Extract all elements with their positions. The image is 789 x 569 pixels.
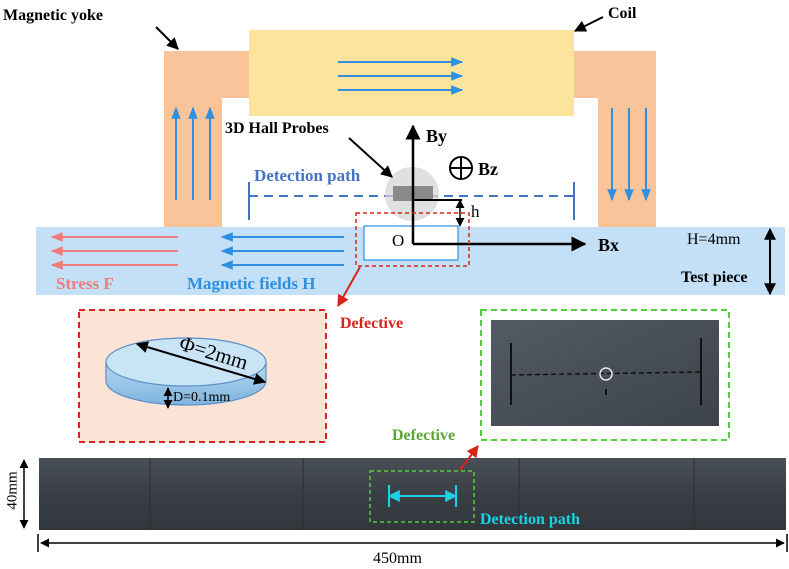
yoke-right-field-arrows <box>607 108 651 202</box>
defect-zoom-arrow <box>337 266 361 308</box>
label-lift-off-h: h <box>471 202 480 221</box>
specimen-detection-path <box>387 485 458 507</box>
specimen-photo <box>39 458 786 530</box>
diameter-dimension <box>135 341 267 385</box>
specimen-defect-box <box>369 470 475 523</box>
bz-symbol <box>449 156 473 180</box>
defect-photo <box>491 320 719 426</box>
label-length-dimension: 450mm <box>373 550 422 567</box>
defect-highlight-box <box>355 212 470 267</box>
label-detection-path-bottom: Detection path <box>480 511 580 528</box>
label-by: By <box>426 126 448 146</box>
label-hall-probes: 3D Hall Probes <box>225 120 329 137</box>
label-origin: O <box>392 231 405 250</box>
defect-photo-marks <box>510 338 702 405</box>
photo-zoom-arrow <box>459 445 479 471</box>
coil-pointer <box>573 16 604 32</box>
label-coil: Coil <box>608 5 637 22</box>
stress-arrows <box>50 232 178 270</box>
label-detection-path: Detection path <box>254 166 361 185</box>
label-bz: Bz <box>478 159 498 179</box>
label-thickness: H=4mm <box>687 231 741 248</box>
specimen-seams <box>149 458 695 530</box>
coordinate-axes <box>405 124 587 252</box>
yoke-pointer <box>155 26 179 50</box>
test-piece-field-arrows <box>220 232 344 270</box>
detection-path-line <box>248 182 575 220</box>
label-magnetic-fields: Magnetic fields H <box>187 274 316 293</box>
label-defective-green: Defective <box>392 427 456 444</box>
coil <box>249 30 574 116</box>
yoke-left-field-arrows <box>171 106 215 200</box>
label-width-dimension: 40mm <box>4 471 21 510</box>
label-stress: Stress F <box>56 274 114 293</box>
label-defective-red: Defective <box>340 315 404 332</box>
label-bx: Bx <box>598 235 620 255</box>
coil-field-arrows <box>338 57 464 95</box>
label-magnetic-yoke: Magnetic yoke <box>3 7 103 24</box>
label-test-piece: Test piece <box>681 269 748 286</box>
label-depth: D=0.1mm <box>173 390 231 405</box>
hall-probe-pointer <box>348 137 393 178</box>
